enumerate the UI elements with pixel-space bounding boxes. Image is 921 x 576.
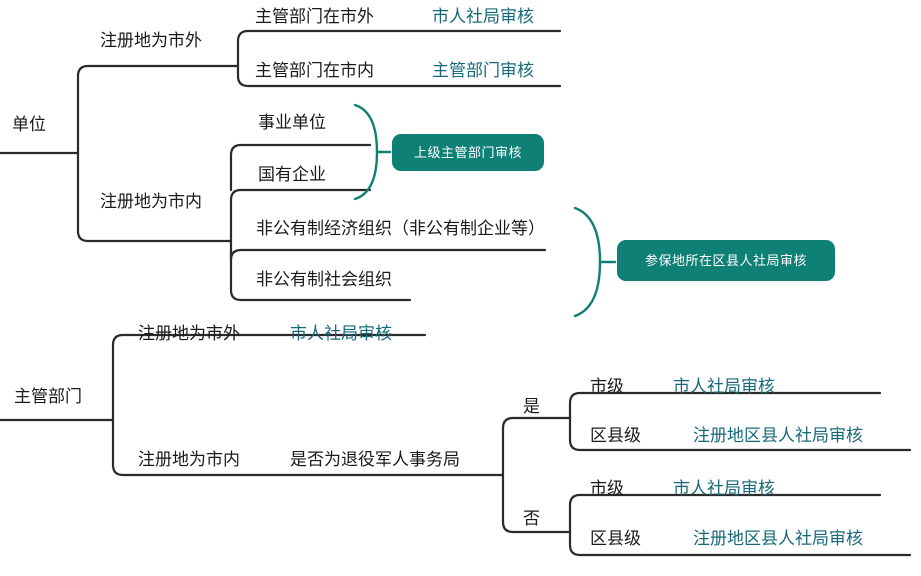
node-quxian-yes[interactable]: 区县级: [590, 426, 641, 445]
result-quxian-no[interactable]: 注册地区县人社局审核: [693, 529, 863, 548]
edge-veteran-no: [501, 473, 572, 534]
bracket-upper-group-icon: [353, 103, 379, 201]
edge-yes-quxian: [568, 416, 912, 452]
node-dept-is-veteran[interactable]: 是否为退役军人事务局: [290, 450, 460, 469]
result-dept-inside-city[interactable]: 主管部门审核: [432, 61, 534, 80]
bracket-lower-group-icon: [573, 206, 602, 318]
edge-unit-to-inside: [76, 151, 230, 243]
edge-veteran-yes: [501, 416, 572, 477]
node-shiji-yes[interactable]: 市级: [590, 377, 624, 396]
pill-canbao-shenhe[interactable]: 参保地所在区县人社局审核: [617, 240, 835, 281]
pill-shangji-shenhe[interactable]: 上级主管部门审核: [392, 134, 544, 171]
edge-inside-groupA-upper: [229, 143, 372, 192]
node-branch-yes[interactable]: 是: [523, 397, 540, 416]
node-dept-root[interactable]: 主管部门: [14, 387, 82, 406]
node-feigong-jingji[interactable]: 非公有制经济组织（非公有制企业等）: [256, 219, 545, 238]
edge-no-quxian: [568, 530, 912, 557]
node-guoyou-qiye[interactable]: 国有企业: [258, 165, 326, 184]
node-dept-outside-city[interactable]: 主管部门在市外: [255, 7, 374, 26]
result-quxian-yes[interactable]: 注册地区县人社局审核: [693, 426, 863, 445]
edge-outside-child1: [236, 29, 562, 68]
node-shiji-no[interactable]: 市级: [590, 479, 624, 498]
result-shiji-yes[interactable]: 市人社局审核: [673, 377, 775, 396]
node-branch-no[interactable]: 否: [523, 509, 540, 528]
result-dept-outside-city[interactable]: 市人社局审核: [432, 7, 534, 26]
node-dept-reg-inside[interactable]: 注册地为市内: [138, 450, 240, 469]
node-unit-reg-outside[interactable]: 注册地为市外: [100, 31, 202, 50]
node-dept-reg-outside[interactable]: 注册地为市外: [138, 324, 240, 343]
node-unit-root[interactable]: 单位: [12, 115, 46, 134]
node-feigong-shehui[interactable]: 非公有制社会组织: [256, 270, 392, 289]
edge-yes-shiji: [568, 391, 882, 420]
edge-outside-child2: [236, 64, 562, 88]
edge-unit-to-outside: [76, 64, 237, 155]
edge-inside-groupA-lower: [229, 188, 372, 243]
edge-inside-groupB-lower: [229, 239, 412, 302]
edge-no-shiji: [568, 493, 882, 534]
edge-inside-groupB-upper: [229, 248, 547, 262]
result-shiji-no[interactable]: 市人社局审核: [673, 479, 775, 498]
edge-dept-to-inside: [111, 418, 502, 477]
result-dept-reg-outside[interactable]: 市人社局审核: [290, 324, 392, 343]
node-shiye-danwei[interactable]: 事业单位: [258, 113, 326, 132]
node-quxian-no[interactable]: 区县级: [590, 529, 641, 548]
node-dept-inside-city[interactable]: 主管部门在市内: [255, 61, 374, 80]
edge-dept-to-outside: [111, 333, 427, 422]
node-unit-reg-inside[interactable]: 注册地为市内: [100, 192, 202, 211]
